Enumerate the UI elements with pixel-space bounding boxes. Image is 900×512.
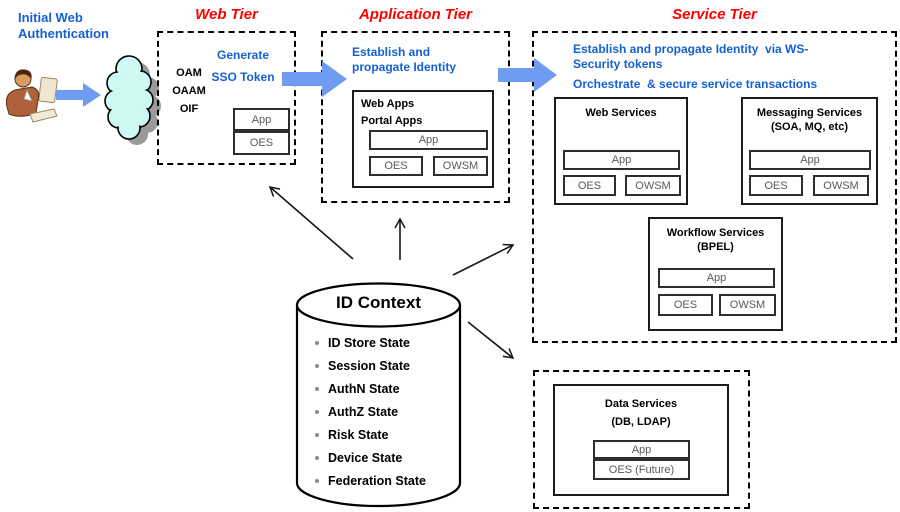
list-item: AuthN State (315, 377, 426, 400)
list-item: Federation State (315, 469, 426, 492)
app-chip: App (658, 268, 775, 288)
bullet-icon (315, 455, 319, 460)
network-cloud-icon (104, 55, 161, 145)
application-tier-title: Application Tier (358, 6, 473, 23)
list-item-label: ID Store State (328, 335, 410, 350)
id-context-list: ID Store State Session State AuthN State… (315, 331, 426, 492)
propagate-line: propagate Identity (352, 60, 457, 74)
bullet-icon (315, 432, 319, 437)
product-oif: OIF (179, 103, 199, 115)
establish-line: Establish and (352, 45, 431, 59)
workflow-title-line1: Workflow Services (666, 227, 765, 239)
list-item: Device State (315, 446, 426, 469)
owsm-chip: OWSM (433, 156, 488, 176)
application-tier-box: Establish and propagate Identity Web App… (321, 31, 510, 203)
web-tier-title: Web Tier (195, 6, 258, 23)
bullet-icon (315, 340, 319, 345)
data-services-outer-box: Data Services (DB, LDAP) App OES (Future… (533, 370, 750, 509)
list-item-label: Risk State (328, 427, 389, 442)
list-item: AuthZ State (315, 400, 426, 423)
ws-security-line2: Security tokens (573, 57, 663, 71)
flow-arrow-app-to-service-icon (498, 58, 557, 92)
bullet-icon (315, 478, 319, 483)
web-portal-apps-box: Web Apps Portal Apps App OES OWSM (352, 90, 494, 188)
flow-arrow-auth-to-cloud-icon (56, 83, 101, 107)
initial-web-auth-label: Initial Web Authentication (18, 10, 109, 41)
app-chip: App (749, 150, 871, 170)
service-tier-box: Establish and propagate Identity via WS-… (532, 31, 897, 343)
bullet-icon (315, 386, 319, 391)
service-tier-action1: Establish and propagate Identity via WS-… (573, 42, 873, 72)
web-tier-box: OAM OAAM OIF Generate SSO Token App OES (157, 31, 296, 165)
data-services-box: Data Services (DB, LDAP) App OES (Future… (553, 384, 729, 496)
sso-token-label: SSO Token (211, 70, 275, 84)
application-tier-action: Establish and propagate Identity (352, 45, 502, 75)
user-at-computer-icon (5, 69, 58, 123)
messaging-services-title: Messaging Services (SOA, MQ, etc) (743, 99, 876, 134)
oes-chip: OES (658, 294, 713, 316)
data-services-title-line2: (DB, LDAP) (611, 416, 671, 428)
bullet-icon (315, 409, 319, 414)
list-item: Session State (315, 354, 426, 377)
list-item-label: Session State (328, 358, 410, 373)
list-item-label: AuthN State (328, 381, 400, 396)
messaging-title-line1: Messaging Services (756, 107, 863, 119)
portal-apps-label: Portal Apps (361, 115, 423, 127)
messaging-title-line2: (SOA, MQ, etc) (770, 121, 848, 133)
oes-chip: OES (369, 156, 423, 176)
id-context-title: ID Context (336, 293, 421, 312)
list-item: ID Store State (315, 331, 426, 354)
workflow-services-title: Workflow Services (BPEL) (650, 219, 781, 254)
owsm-chip: OWSM (813, 175, 869, 196)
list-item-label: Federation State (328, 473, 426, 488)
flow-arrow-web-to-app-icon (282, 61, 347, 97)
arrow-to-service-tier (452, 243, 515, 276)
app-chip: App (233, 108, 290, 131)
ws-security-line1: Establish and propagate Identity via WS- (573, 42, 809, 56)
data-services-title: Data Services (DB, LDAP) (555, 386, 727, 431)
app-chip: App (563, 150, 680, 170)
cylinder-shape-icon (295, 282, 462, 508)
web-apps-label: Web Apps (361, 98, 415, 110)
oes-chip: OES (749, 175, 803, 196)
data-services-title-line1: Data Services (604, 398, 678, 410)
app-chip: App (593, 440, 690, 459)
service-tier-title: Service Tier (672, 6, 757, 23)
service-tier-action2: Orchestrate & secure service transaction… (573, 77, 818, 91)
web-tier-products: OAM OAAM OIF (163, 64, 215, 118)
owsm-chip: OWSM (625, 175, 681, 196)
web-services-box: Web Services App OES OWSM (554, 97, 688, 205)
oes-future-chip: OES (Future) (593, 459, 690, 480)
id-context-cylinder: ID Context ID Store State Session State … (295, 282, 462, 508)
web-services-title: Web Services (585, 107, 657, 119)
list-item-label: Device State (328, 450, 403, 465)
app-chip: App (369, 130, 488, 150)
owsm-chip: OWSM (719, 294, 776, 316)
web-tier-action: Generate SSO Token (203, 48, 283, 85)
generate-label: Generate (216, 48, 270, 62)
product-oaam: OAAM (172, 85, 206, 97)
product-oam: OAM (176, 67, 202, 79)
bullet-icon (315, 363, 319, 368)
oes-chip: OES (563, 175, 616, 196)
oes-chip: OES (233, 131, 290, 155)
list-item-label: AuthZ State (328, 404, 399, 419)
workflow-services-box: Workflow Services (BPEL) App OES OWSM (648, 217, 783, 331)
messaging-services-box: Messaging Services (SOA, MQ, etc) App OE… (741, 97, 878, 205)
workflow-title-line2: (BPEL) (697, 241, 734, 253)
list-item: Risk State (315, 423, 426, 446)
arrow-to-data-services (467, 321, 515, 359)
